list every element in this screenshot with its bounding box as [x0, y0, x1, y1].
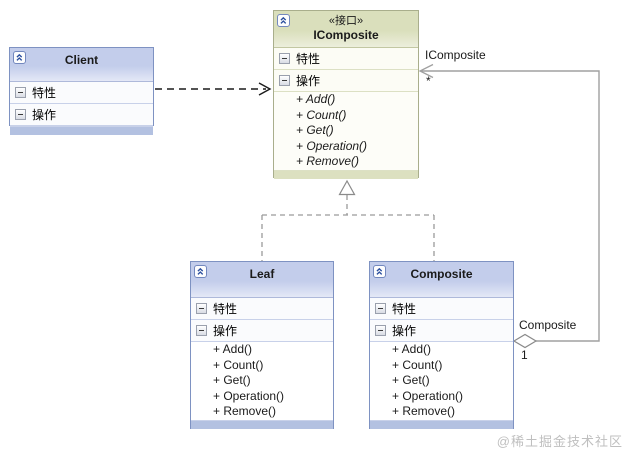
method-item[interactable]: + Remove()	[392, 404, 456, 418]
method-item[interactable]: + Get()	[392, 373, 430, 387]
method-item[interactable]: + Remove()	[296, 154, 360, 168]
attributes-section-row[interactable]: 特性	[10, 82, 153, 104]
aggregation-connector-composite-icomposite[interactable]	[418, 63, 600, 349]
methods-list: + Add() + Count() + Get() + Operation() …	[191, 342, 333, 420]
attributes-label: 特性	[296, 52, 321, 66]
collapse-chevron-icon[interactable]	[194, 265, 207, 278]
operations-label: 操作	[213, 324, 238, 338]
stereotype-label: «接口»	[328, 15, 364, 27]
collapse-chevron-icon[interactable]	[373, 265, 386, 278]
watermark-text: @稀土掘金技术社区	[496, 434, 623, 449]
collapse-minus-icon[interactable]	[279, 75, 290, 86]
operations-section-row[interactable]: 操作	[370, 320, 513, 342]
class-title: Leaf	[249, 267, 275, 281]
collapse-chevron-icon[interactable]	[13, 51, 26, 64]
class-box-leaf[interactable]: Leaf 特性 操作 + Add() + Count() + Get() + O…	[190, 261, 334, 429]
collapse-minus-icon[interactable]	[15, 87, 26, 98]
box-footer-strip	[274, 169, 418, 179]
box-footer-strip	[191, 419, 333, 429]
methods-list: + Add() + Count() + Get() + Operation() …	[370, 342, 513, 420]
method-item[interactable]: + Operation()	[213, 388, 285, 403]
method-item[interactable]: + Operation()	[296, 138, 368, 153]
open-arrowhead-icon	[418, 63, 434, 79]
class-box-composite[interactable]: Composite 特性 操作 + Add() + Count() + Get(…	[369, 261, 514, 429]
methods-list: + Add() + Count() + Get() + Operation() …	[274, 92, 418, 170]
realization-connector[interactable]	[261, 179, 435, 261]
method-item[interactable]: + Count()	[296, 107, 347, 122]
method-item[interactable]: + Remove()	[213, 404, 277, 418]
association-role-label: IComposite	[425, 48, 486, 62]
hollow-diamond-icon	[512, 333, 538, 349]
box-footer-strip	[10, 126, 153, 135]
association-multiplicity-many: *	[426, 74, 431, 88]
class-box-client[interactable]: Client 特性 操作	[9, 47, 154, 135]
dependency-connector-client-icomposite[interactable]	[155, 82, 272, 96]
operations-label: 操作	[392, 324, 417, 338]
association-multiplicity-one: 1	[521, 348, 528, 362]
operations-label: 操作	[296, 74, 321, 88]
method-item[interactable]: + Add()	[392, 342, 432, 356]
box-footer-strip	[370, 419, 513, 429]
operations-section-row[interactable]: 操作	[274, 70, 418, 92]
association-name-label: Composite	[519, 318, 577, 332]
interface-header[interactable]: «接口» IComposite	[274, 11, 418, 48]
collapse-minus-icon[interactable]	[196, 303, 207, 314]
method-item[interactable]: + Get()	[213, 373, 251, 387]
attributes-label: 特性	[392, 302, 417, 316]
class-header[interactable]: Client	[10, 48, 153, 82]
collapse-minus-icon[interactable]	[375, 325, 386, 336]
attributes-section-row[interactable]: 特性	[191, 298, 333, 320]
operations-label: 操作	[32, 108, 57, 122]
operations-section-row[interactable]: 操作	[10, 104, 153, 126]
class-header[interactable]: Leaf	[191, 262, 333, 298]
class-title: Composite	[410, 267, 473, 281]
collapse-minus-icon[interactable]	[375, 303, 386, 314]
method-item[interactable]: + Count()	[213, 357, 264, 372]
class-title: Client	[64, 53, 99, 67]
attributes-label: 特性	[213, 302, 238, 316]
collapse-minus-icon[interactable]	[196, 325, 207, 336]
collapse-chevron-icon[interactable]	[277, 14, 290, 27]
open-arrowhead-icon	[258, 82, 272, 96]
attributes-section-row[interactable]: 特性	[274, 48, 418, 70]
method-item[interactable]: + Count()	[392, 357, 443, 372]
method-item[interactable]: + Add()	[296, 92, 336, 106]
hollow-triangle-icon	[338, 179, 356, 196]
method-item[interactable]: + Get()	[296, 123, 334, 137]
operations-section-row[interactable]: 操作	[191, 320, 333, 342]
method-item[interactable]: + Add()	[213, 342, 253, 356]
collapse-minus-icon[interactable]	[279, 53, 290, 64]
class-header[interactable]: Composite	[370, 262, 513, 298]
attributes-label: 特性	[32, 86, 57, 100]
interface-box-icomposite[interactable]: «接口» IComposite 特性 操作 + Add() + Count() …	[273, 10, 419, 179]
collapse-minus-icon[interactable]	[15, 109, 26, 120]
method-item[interactable]: + Operation()	[392, 388, 464, 403]
attributes-section-row[interactable]: 特性	[370, 298, 513, 320]
interface-title: IComposite	[313, 28, 379, 42]
